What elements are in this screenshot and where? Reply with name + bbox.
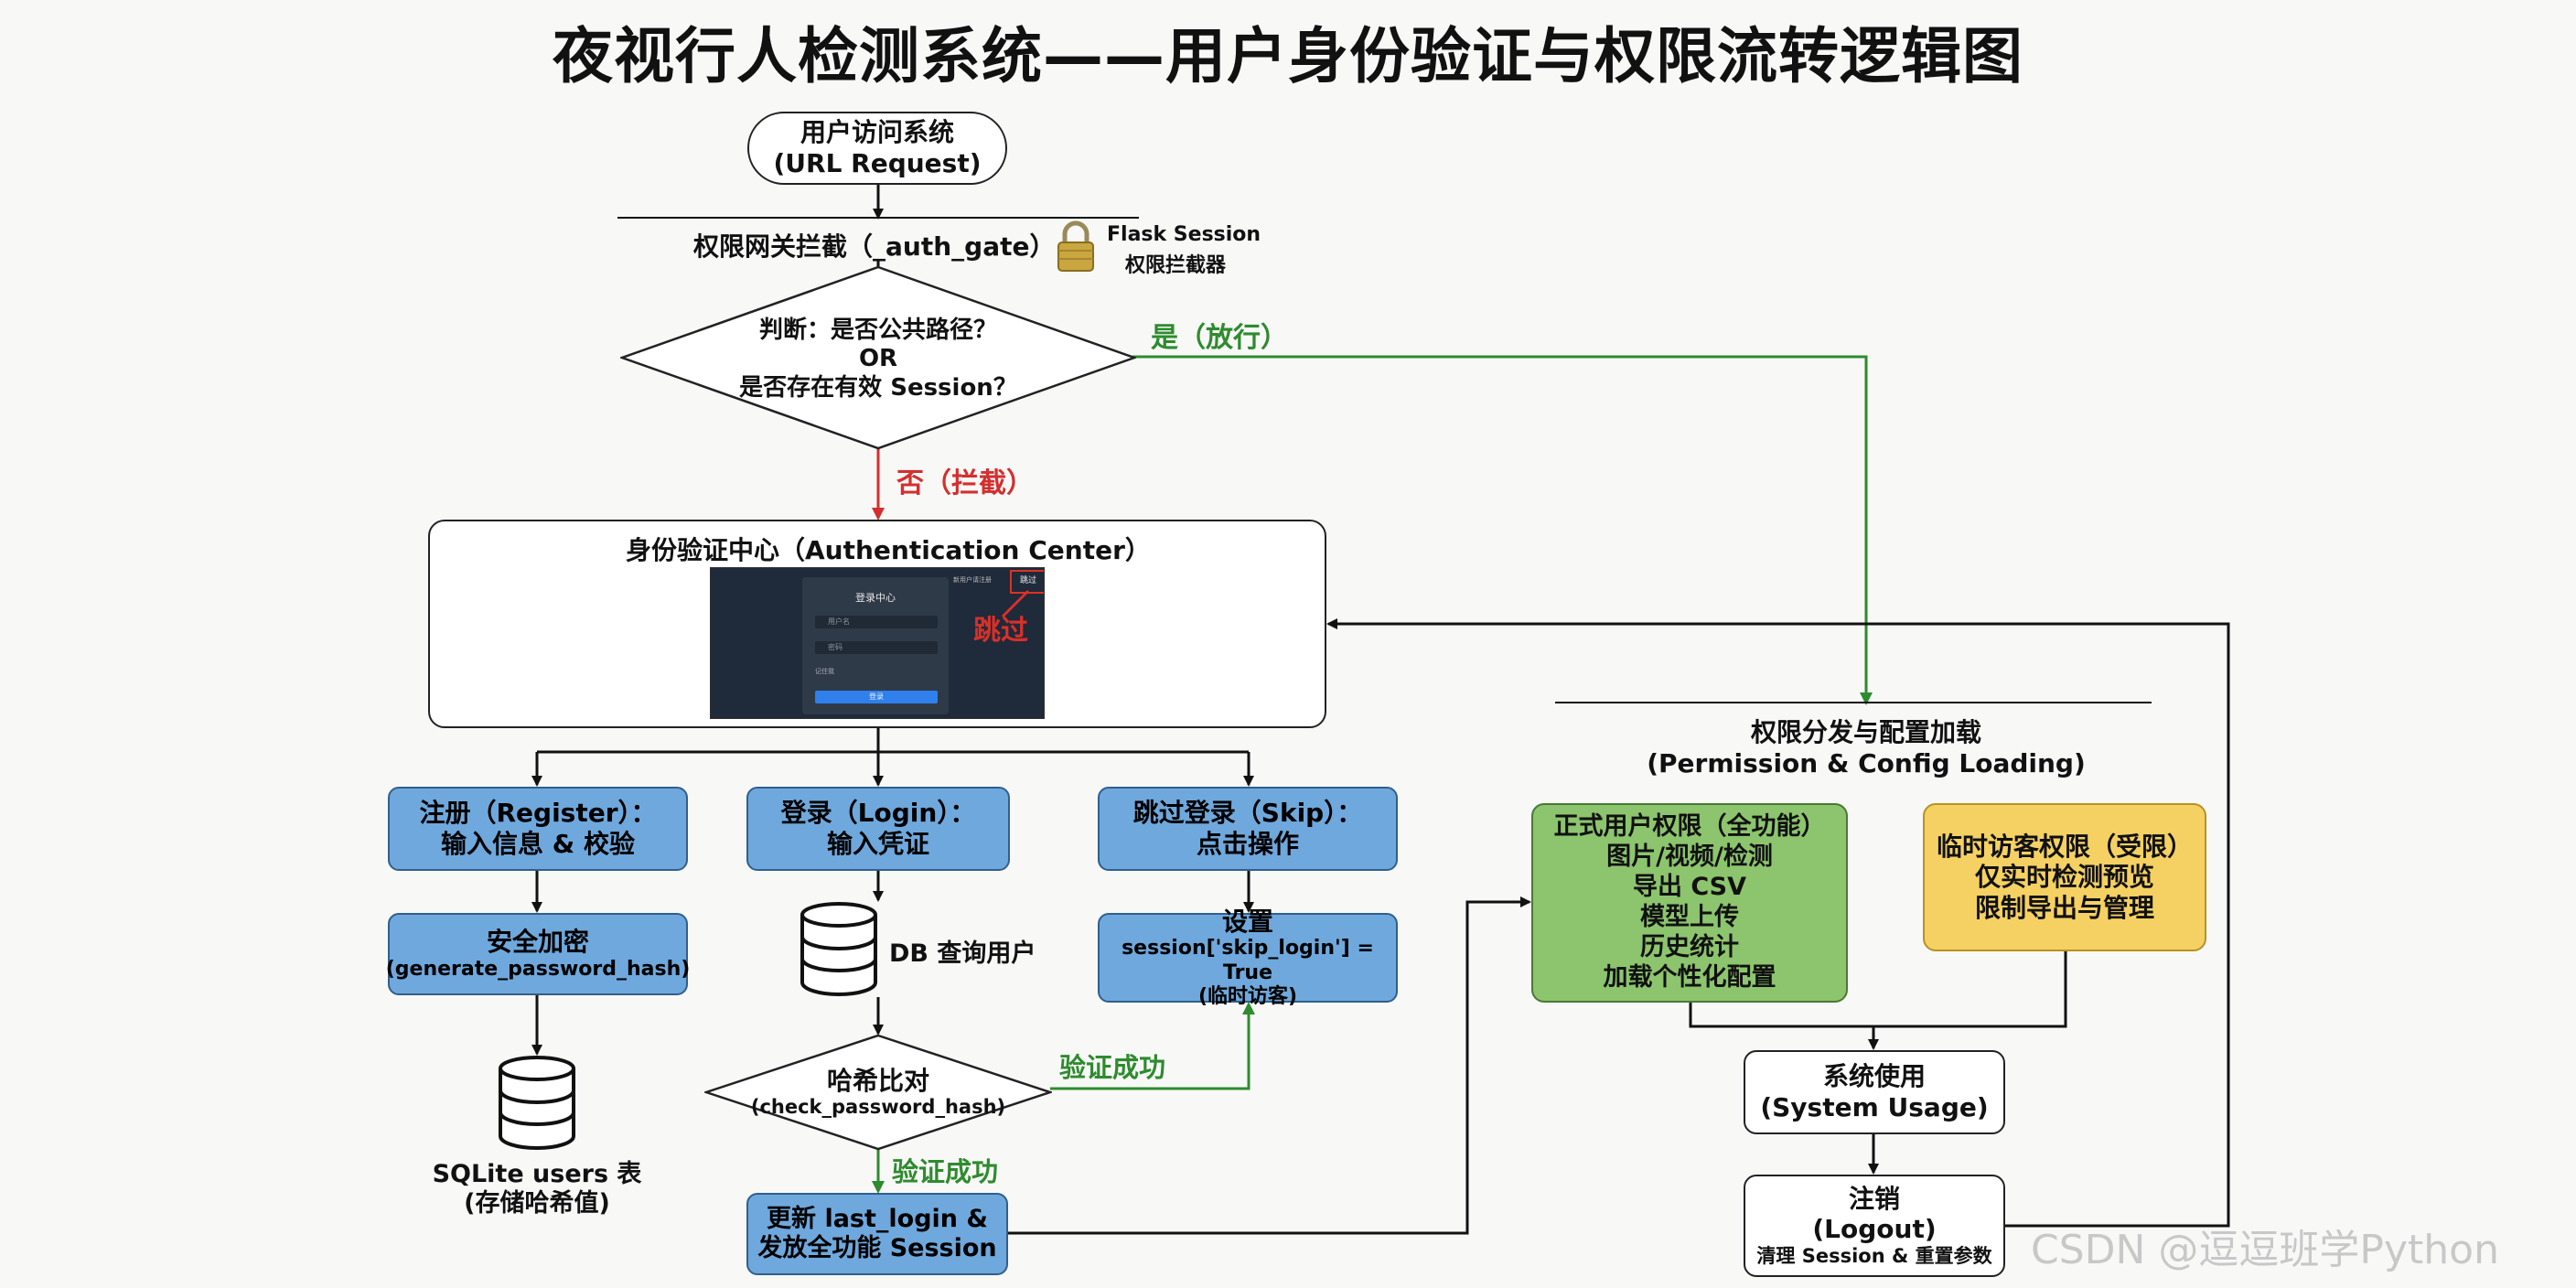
remember-me: 记住我 (815, 668, 834, 675)
arrow-yes-path (1132, 355, 1873, 705)
start-line1: 用户访问系统 (800, 117, 954, 148)
yes-label: 是（放行） (1151, 322, 1288, 354)
sqlite-line1: SQLite users 表 (432, 1159, 642, 1188)
guest-permission-box: 临时访客权限（受限） 仅实时检测预览 限制导出与管理 (1923, 803, 2206, 951)
hash-line2: (check_password_hash) (750, 1096, 1006, 1119)
skip-box: 跳过登录（Skip）： 点击操作 (1098, 787, 1398, 871)
skipset-line1: 设置 (1221, 906, 1273, 937)
register-line1: 注册（Register）： (419, 798, 657, 829)
full-line4: 模型上传 (1640, 903, 1739, 931)
sqlite-label: SQLite users 表 (存储哈希值) (409, 1154, 665, 1224)
username-field: 用户名 (815, 616, 938, 628)
encrypt-box: 安全加密 (generate_password_hash) (385, 913, 691, 995)
permission-line2: (Permission & Config Loading) (1647, 748, 2086, 778)
lock-caption-2: 权限拦截器 (1125, 254, 1227, 277)
hash-compare-text: 哈希比对 (check_password_hash) (750, 1057, 1006, 1127)
skip-line2: 点击操作 (1196, 829, 1299, 859)
logout-line2: (Logout) (1812, 1214, 1937, 1245)
full-line1: 正式用户权限（全功能） (1553, 812, 1826, 842)
arrow-update-to-fullperm (1008, 896, 1531, 1235)
permission-line1: 权限分发与配置加载 (1750, 717, 1981, 748)
full-permission-box: 正式用户权限（全功能） 图片/视频/检测 导出 CSV 模型上传 历史统计 加载… (1531, 803, 1848, 1003)
logout-line3: 清理 Session & 重置参数 (1756, 1245, 1992, 1267)
sqlite-line2: (存储哈希值) (464, 1189, 610, 1218)
logout-box: 注销 (Logout) 清理 Session & 重置参数 (1744, 1175, 2005, 1277)
decision-diamond (620, 265, 1136, 450)
db-query-label: DB 查询用户 (889, 939, 1036, 968)
decision-line2: OR (858, 345, 898, 373)
skipset-line2: session['skip_login'] = True (1122, 937, 1374, 984)
hash-compare-diamond (704, 1034, 1052, 1151)
register-box: 注册（Register）： 输入信息 & 校验 (388, 787, 688, 871)
update-login-box: 更新 last_login & 发放全功能 Session (746, 1193, 1008, 1275)
padlock-icon (1057, 220, 1094, 272)
register-line2: 输入信息 & 校验 (441, 829, 635, 859)
lock-caption-1: Flask Session (1107, 223, 1261, 246)
arrow-hash-to-skipset (1050, 1002, 1255, 1090)
update-line2: 发放全功能 Session (757, 1234, 997, 1262)
verify-ok-down: 验证成功 (892, 1156, 999, 1187)
encrypt-line2: (generate_password_hash) (385, 957, 691, 981)
guest-line2: 仅实时检测预览 (1974, 862, 2154, 893)
decision-text: 判断：是否公共路径？ OR 是否存在有效 Session？ (695, 306, 1061, 413)
skip-set-box: 设置 session['skip_login'] = True (临时访客) (1098, 907, 1398, 1008)
login-card: 登录中心 用户名 密码 记住我 登录 (802, 577, 949, 714)
login-line2: 输入凭证 (826, 829, 929, 859)
join-from-full (1689, 951, 2067, 1028)
system-usage-box: 系统使用 (System Usage) (1744, 1050, 2005, 1134)
login-box: 登录（Login）： 输入凭证 (746, 787, 1010, 871)
auth-center-title: 身份验证中心（Authentication Center） (626, 535, 1151, 565)
no-label: 否（拦截） (896, 467, 1034, 499)
login-button: 登录 (815, 691, 938, 703)
full-line5: 历史统计 (1640, 932, 1739, 961)
verify-ok-right: 验证成功 (1059, 1052, 1166, 1083)
page-title: 夜视行人检测系统——用户身份验证与权限流转逻辑图 (553, 21, 2023, 91)
arrow-logout-loop (1326, 618, 2230, 1228)
encrypt-line1: 安全加密 (486, 927, 589, 957)
skip-callout-label: 跳过 (973, 615, 1028, 647)
skip-callout-arrow (1001, 589, 1030, 618)
full-line6: 加载个性化配置 (1603, 962, 1776, 992)
login-screenshot: 登录中心 用户名 密码 记住我 登录 新用户请注册 跳过 (710, 567, 1045, 719)
permission-header: 权限分发与配置加载 (Permission & Config Loading) (1628, 714, 2104, 783)
full-line2: 图片/视频/检测 (1606, 843, 1773, 872)
usage-line1: 系统使用 (1822, 1061, 1926, 1092)
register-hint: 新用户请注册 (953, 576, 992, 584)
login-line1: 登录（Login）： (780, 798, 976, 829)
gate-label: 权限网关拦截（_auth_gate） (693, 231, 1056, 262)
watermark: CSDN @逗逗班学Python (2031, 1227, 2499, 1273)
hash-line1: 哈希比对 (826, 1065, 929, 1096)
decision-line1: 判断：是否公共路径？ (758, 317, 997, 345)
guest-line1: 临时访客权限（受限） (1936, 831, 2193, 862)
usage-line2: (System Usage) (1760, 1092, 1989, 1122)
sqlite-database-icon (499, 1056, 575, 1150)
start-node: 用户访问系统 (URL Request) (747, 112, 1007, 185)
skipset-line3: (临时访客) (1197, 985, 1298, 1008)
user-database-icon (800, 902, 877, 996)
guest-line3: 限制导出与管理 (1974, 892, 2154, 923)
full-line3: 导出 CSV (1632, 873, 1747, 902)
decision-line3: 是否存在有效 Session？ (739, 373, 1017, 402)
logout-line1: 注销 (1848, 1183, 1900, 1214)
password-field: 密码 (815, 641, 938, 654)
update-line1: 更新 last_login & (767, 1204, 988, 1233)
login-card-title: 登录中心 (855, 592, 896, 604)
skip-line1: 跳过登录（Skip）： (1132, 798, 1363, 829)
start-line2: (URL Request) (773, 148, 982, 178)
